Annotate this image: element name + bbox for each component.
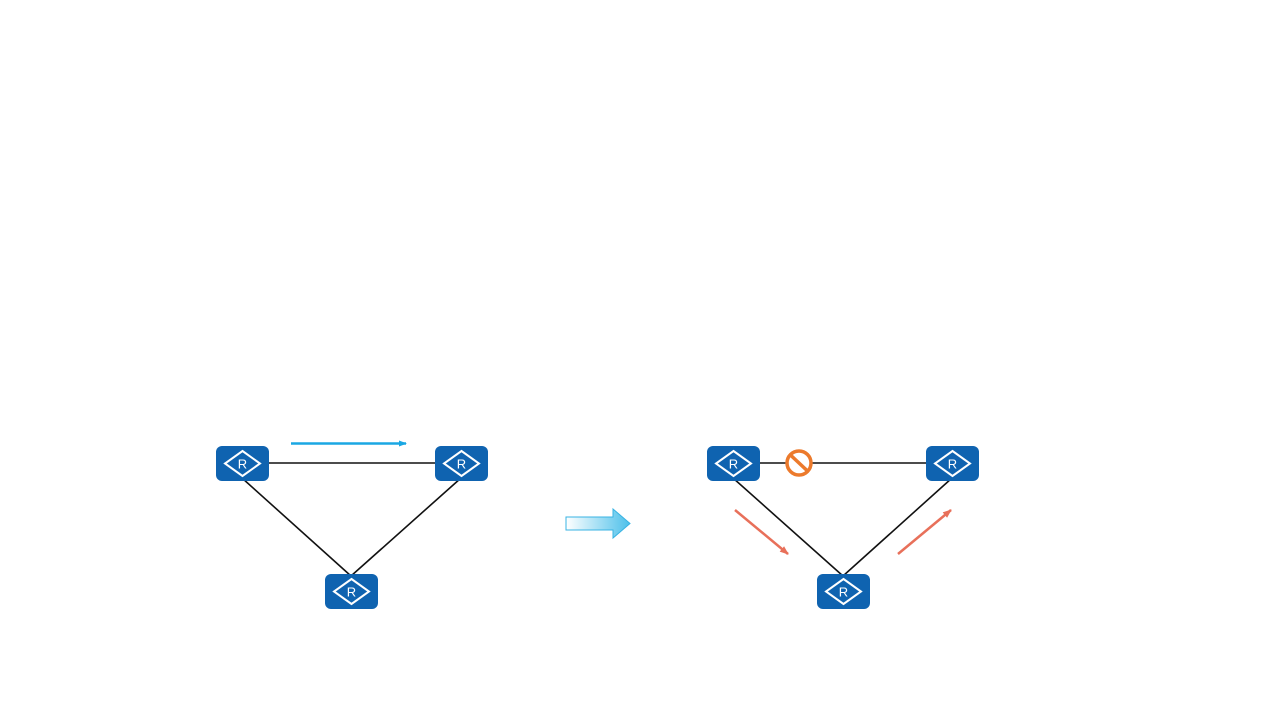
router-top-right: R bbox=[435, 446, 488, 481]
router-icon bbox=[435, 446, 488, 481]
link-top-left-bottom bbox=[732, 477, 844, 577]
router-icon bbox=[817, 574, 870, 609]
link-top-right-bottom bbox=[842, 477, 953, 577]
router-top-left: R bbox=[707, 446, 760, 481]
router-diamond bbox=[223, 449, 262, 478]
router-diamond bbox=[714, 449, 753, 478]
router-bottom: R bbox=[817, 574, 870, 609]
router-diamond bbox=[332, 577, 371, 606]
link-top-left-bottom bbox=[241, 477, 352, 577]
router-diamond bbox=[933, 449, 972, 478]
router-label: R bbox=[948, 457, 957, 472]
router-icon bbox=[707, 446, 760, 481]
router-label: R bbox=[729, 457, 738, 472]
router-diamond bbox=[824, 577, 863, 606]
traffic-arrow-rerouted-up bbox=[897, 509, 952, 555]
router-icon bbox=[325, 574, 378, 609]
router-label: R bbox=[457, 457, 466, 472]
router-diamond bbox=[442, 449, 481, 478]
diagram-before: R R R bbox=[216, 440, 488, 609]
no-entry-icon bbox=[785, 449, 813, 477]
diagram-after: R R R bbox=[707, 446, 979, 609]
router-label: R bbox=[839, 585, 848, 600]
traffic-arrow-rerouted-down bbox=[734, 509, 789, 555]
router-label: R bbox=[347, 585, 356, 600]
router-icon bbox=[216, 446, 269, 481]
router-bottom: R bbox=[325, 574, 378, 609]
router-label: R bbox=[238, 457, 247, 472]
router-top-left: R bbox=[216, 446, 269, 481]
router-icon bbox=[926, 446, 979, 481]
right-arrow-icon bbox=[565, 507, 631, 540]
links bbox=[732, 462, 953, 577]
router-top-right: R bbox=[926, 446, 979, 481]
link-top-right-bottom bbox=[350, 477, 462, 577]
links bbox=[241, 462, 462, 577]
